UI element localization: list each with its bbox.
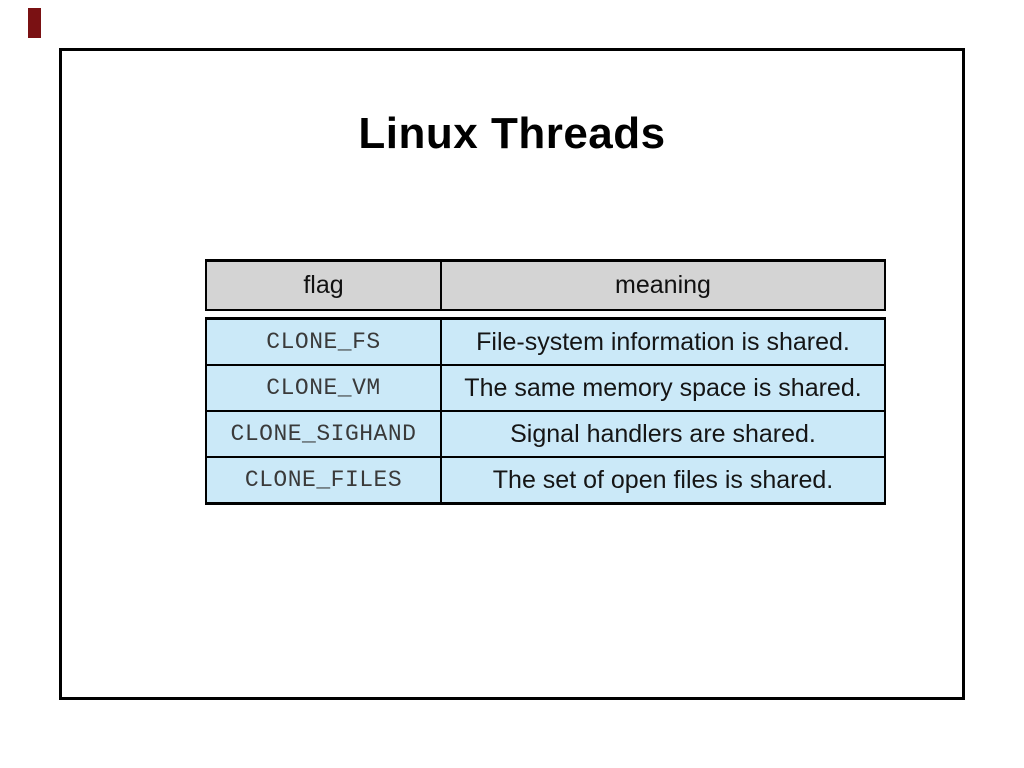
table-row: CLONE_FS File-system information is shar… (207, 320, 884, 366)
red-accent-mark (28, 8, 41, 38)
meaning-cell: Signal handlers are shared. (510, 419, 816, 448)
slide-frame: Linux Threads flag meaning CLONE_FS File… (59, 48, 965, 700)
flag-cell: CLONE_SIGHAND (207, 412, 442, 456)
meaning-cell: The set of open files is shared. (492, 465, 834, 494)
header-body-gap (205, 311, 886, 317)
flag-cell: CLONE_FILES (207, 458, 442, 502)
table-row: CLONE_FILES The set of open files is sha… (207, 458, 884, 502)
table-body: CLONE_FS File-system information is shar… (205, 317, 886, 505)
table-row: CLONE_VM The same memory space is shared… (207, 366, 884, 412)
slide-title: Linux Threads (358, 109, 666, 158)
clone-flags-table: flag meaning CLONE_FS File-system inform… (205, 259, 886, 505)
column-header-flag: flag (207, 262, 442, 309)
flag-cell: CLONE_VM (207, 366, 442, 410)
meaning-cell: The same memory space is shared. (464, 373, 862, 402)
flag-cell: CLONE_FS (207, 320, 442, 364)
table-header-row: flag meaning (205, 259, 886, 311)
table-row: CLONE_SIGHAND Signal handlers are shared… (207, 412, 884, 458)
meaning-cell: File-system information is shared. (476, 327, 850, 356)
column-header-meaning: meaning (615, 271, 711, 299)
